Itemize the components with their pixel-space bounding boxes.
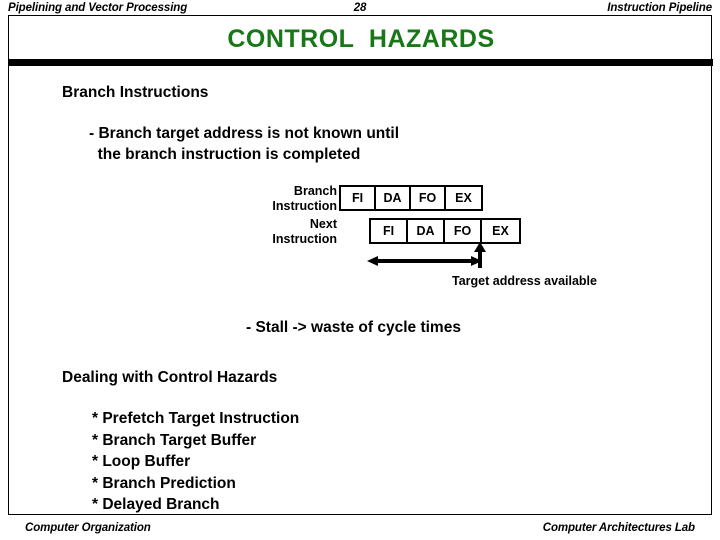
header-right-title: Instruction Pipeline xyxy=(607,2,712,14)
up-arrow-icon xyxy=(474,242,486,268)
heading-dealing-with-control-hazards: Dealing with Control Hazards xyxy=(62,369,278,386)
pipeline-stage-cell: EX xyxy=(455,191,472,205)
pipeline-stage-cell: FO xyxy=(445,220,482,242)
list-control-hazard-methods: * Prefetch Target Instruction * Branch T… xyxy=(92,410,300,513)
pipeline-row-branch-instruction: FI DA FO EX xyxy=(339,185,483,211)
pipeline-row-label-next-instruction: Next Instruction xyxy=(272,217,337,246)
footer-left-text: Computer Organization xyxy=(25,522,151,534)
pipeline-stage-cell: DA xyxy=(376,187,411,209)
pipeline-row-label-branch-instruction: Branch Instruction xyxy=(272,184,337,213)
header-page-number: 28 xyxy=(353,2,367,14)
pipeline-stage-cell: FO xyxy=(411,187,446,209)
pipeline-stage-cell: DA xyxy=(408,220,445,242)
title-divider-rule xyxy=(9,59,713,66)
pipeline-row-next-instruction: FI DA FO EX xyxy=(369,218,521,244)
footer-right-text: Computer Architectures Lab xyxy=(542,522,695,534)
slide-frame: CONTROL HAZARDS Branch Instructions - Br… xyxy=(8,15,713,515)
heading-branch-instructions: Branch Instructions xyxy=(62,84,209,101)
bullet-branch-target-address: - Branch target address is not known unt… xyxy=(89,125,400,163)
caption-target-address-available: Target address available xyxy=(452,274,597,288)
pipeline-stage-cell: FI xyxy=(371,220,408,242)
pipeline-stage-cell: EX xyxy=(492,224,509,238)
slide-title: CONTROL HAZARDS xyxy=(227,25,495,53)
bullet-stall-waste-cycles: - Stall -> waste of cycle times xyxy=(246,319,461,336)
double-headed-horizontal-arrow-icon xyxy=(367,256,482,266)
header-left-title: Pipelining and Vector Processing xyxy=(8,2,188,14)
pipeline-stage-cell: FI xyxy=(341,187,376,209)
